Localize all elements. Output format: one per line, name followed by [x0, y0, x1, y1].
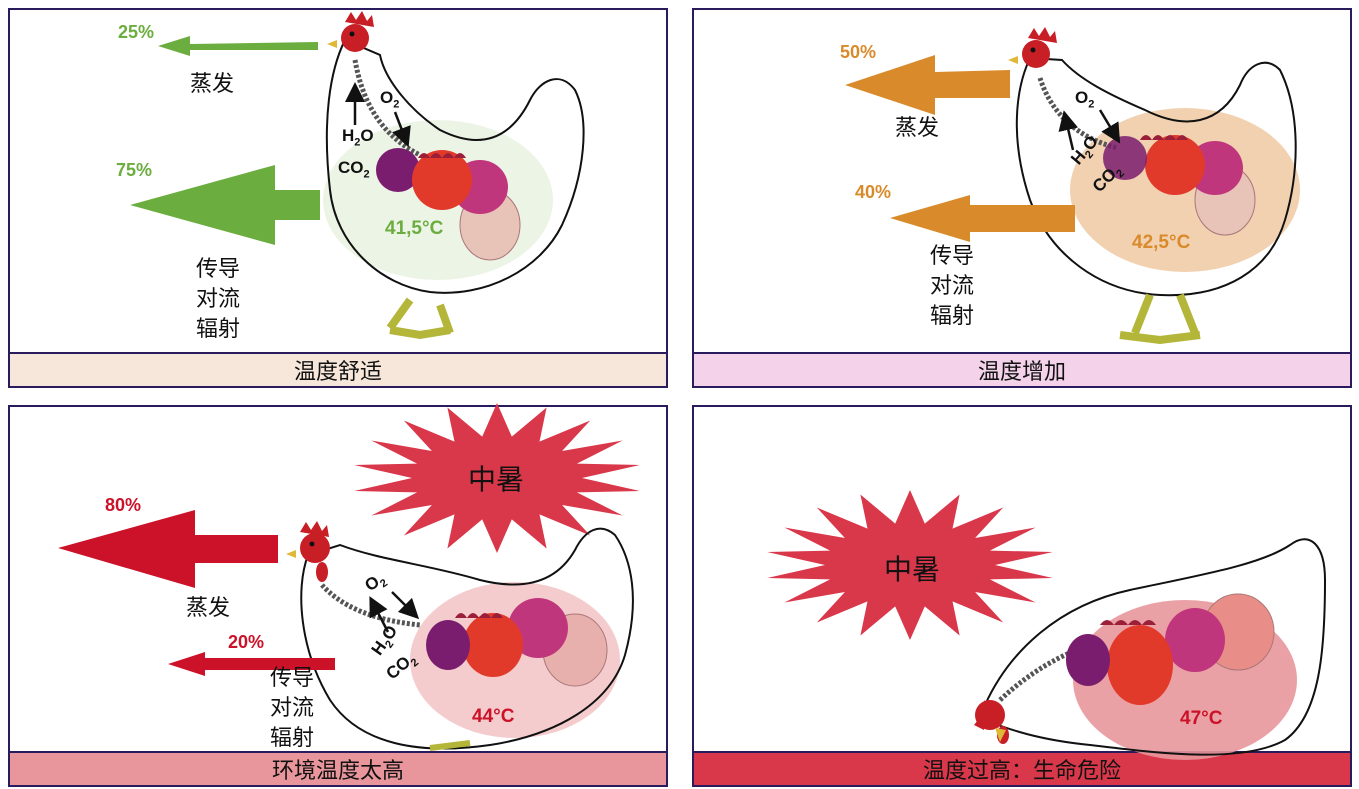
cond-label-line: 辐射 [196, 317, 241, 342]
cond-label-comfortable: 传导 对流 辐射 [196, 255, 240, 345]
cond-label-line: 辐射 [930, 304, 975, 329]
evap-label-increasing: 蒸发 [895, 116, 940, 141]
evap-arrow-increasing [845, 55, 1010, 115]
cond-label-line: 对流 [196, 287, 241, 312]
evap-arrow-too-hot [58, 510, 278, 588]
evap-label-too-hot: 蒸发 [186, 596, 231, 621]
gas-o2-increasing: O2 [1075, 88, 1095, 111]
evap-arrow-comfortable [158, 36, 318, 56]
gas-co2-comfortable: CO2 [338, 158, 370, 181]
cond-label-line: 辐射 [270, 726, 315, 751]
cond-label-increasing: 传导 对流 辐射 [930, 242, 974, 332]
caption-increasing: 温度增加 [692, 352, 1352, 388]
cond-arrow-comfortable [130, 165, 320, 245]
gas-o2-comfortable: O2 [380, 88, 400, 111]
evap-label-comfortable: 蒸发 [190, 72, 235, 97]
hen-too-hot [286, 521, 634, 751]
hen-collapsing [974, 538, 1327, 760]
evap-percent-too-hot: 80% [105, 495, 142, 515]
cond-label-too-hot: 传导 对流 辐射 [270, 664, 314, 754]
caption-too-hot: 环境温度太高 [8, 751, 668, 787]
gas-h2o-comfortable: H2O [342, 126, 374, 149]
evap-percent-increasing: 50% [840, 42, 877, 62]
body-temp-comfortable: 41,5°C [385, 218, 444, 239]
cond-arrow-increasing [890, 195, 1075, 242]
cond-label-line: 传导 [196, 257, 241, 282]
cond-label-line: 对流 [270, 696, 315, 721]
sunstroke-label-too-hot: 中暑 [468, 463, 525, 496]
cond-label-line: 对流 [930, 274, 975, 299]
cond-percent-comfortable: 75% [116, 160, 153, 180]
sunstroke-star-danger [767, 490, 1053, 640]
body-temp-increasing: 42,5°C [1132, 232, 1191, 253]
cond-label-line: 传导 [270, 666, 315, 691]
body-temp-danger: 47°C [1180, 708, 1223, 729]
hen-comfortable [323, 11, 585, 340]
sunstroke-label-danger: 中暑 [884, 553, 941, 586]
caption-danger: 温度过高：生命危险 [692, 751, 1352, 787]
caption-comfortable: 温度舒适 [8, 352, 668, 388]
cond-arrow-too-hot [168, 652, 335, 676]
cond-percent-increasing: 40% [855, 182, 892, 202]
cond-label-line: 传导 [930, 244, 975, 269]
evap-percent-comfortable: 25% [118, 22, 155, 42]
body-temp-too-hot: 44°C [472, 706, 515, 727]
sunstroke-star-too-hot [354, 403, 640, 553]
hen-increasing [1008, 27, 1300, 345]
cond-percent-too-hot: 20% [228, 632, 265, 652]
